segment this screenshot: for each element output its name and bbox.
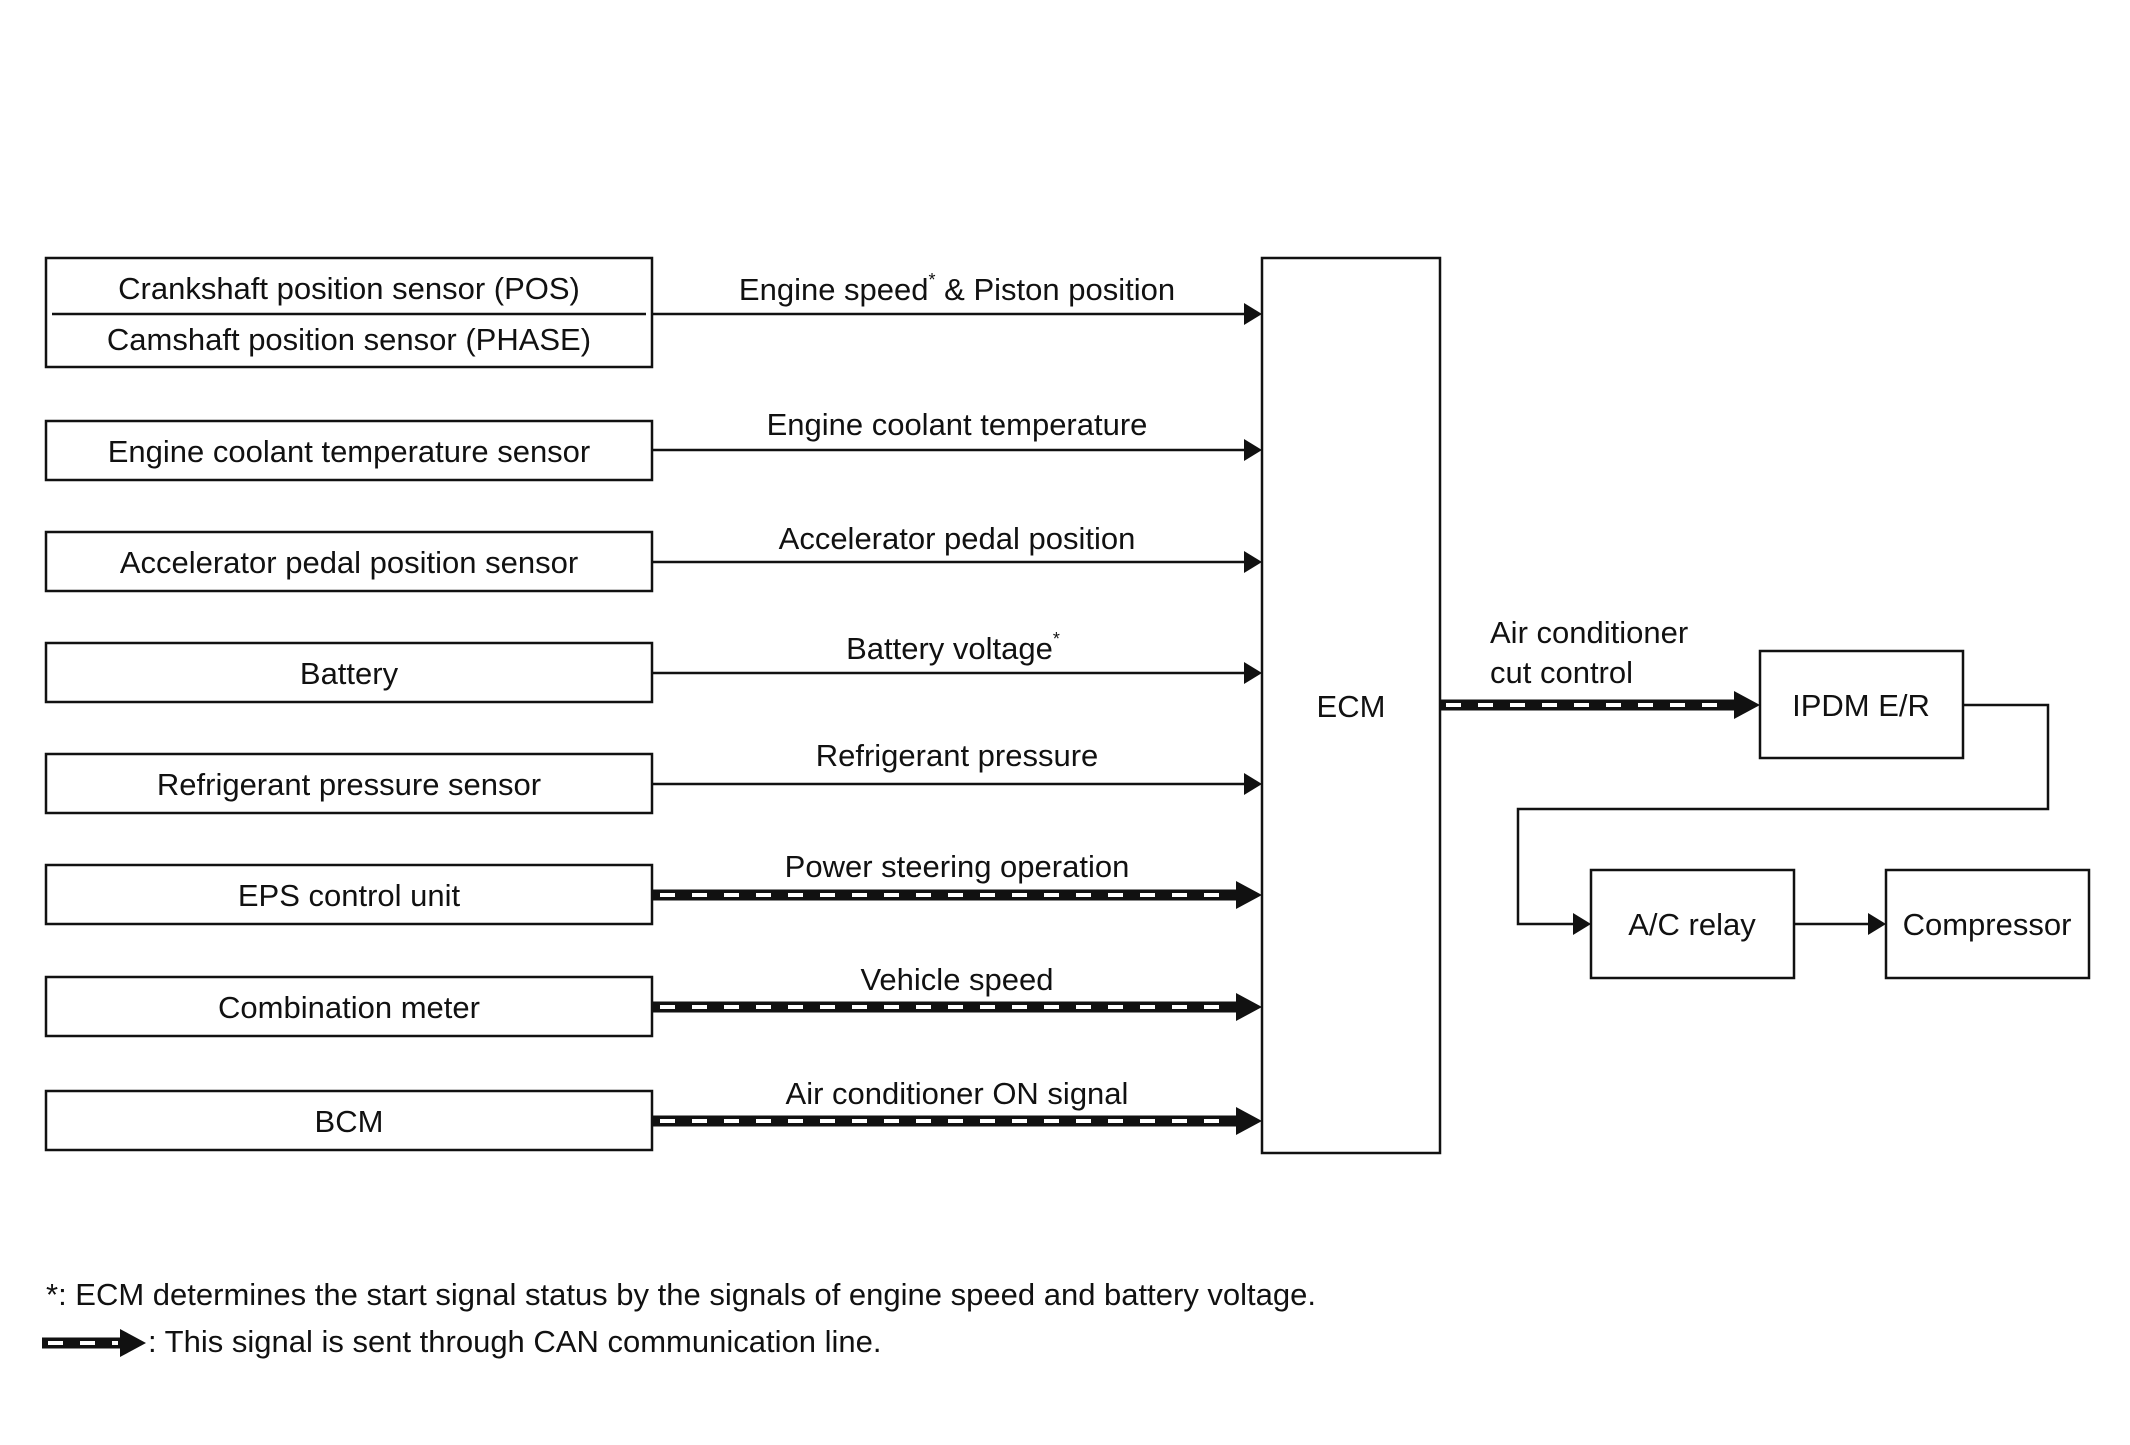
ac-cut-control-label-line2: cut control: [1490, 655, 1633, 690]
refrigerant-sensor-label: Refrigerant pressure sensor: [157, 767, 541, 802]
relay-to-compressor-arrow: [1794, 913, 1886, 935]
ac-relay-box: A/C relay: [1589, 868, 1796, 980]
ecm-box: ECM: [1260, 256, 1442, 1155]
coolant-temp-signal-label: Engine coolant temperature: [767, 407, 1148, 442]
accelerator-position-arrow: Accelerator pedal position: [652, 521, 1262, 573]
coolant-sensor-label: Engine coolant temperature sensor: [108, 434, 591, 469]
ipdm-to-relay-wire: [1516, 703, 2050, 935]
bcm-box: BCM: [44, 1089, 654, 1152]
combination-meter-box: Combination meter: [44, 975, 654, 1038]
refrigerant-pressure-signal-label: Refrigerant pressure: [816, 738, 1099, 773]
battery-voltage-arrow: Battery voltage*: [652, 629, 1262, 684]
can-legend-text: : This signal is sent through CAN commun…: [148, 1324, 881, 1359]
ipdm-label: IPDM E/R: [1792, 688, 1930, 723]
vehicle-speed-signal-label: Vehicle speed: [860, 962, 1053, 997]
footnote-text: *: ECM determines the start signal statu…: [46, 1277, 1316, 1312]
ipdm-box: IPDM E/R: [1758, 649, 1965, 760]
ac-cut-control-label-line1: Air conditioner: [1490, 615, 1688, 650]
power-steering-signal-label: Power steering operation: [785, 849, 1130, 884]
refrigerant-pressure-arrow: Refrigerant pressure: [652, 738, 1262, 795]
eps-unit-label: EPS control unit: [238, 878, 461, 913]
ac-on-signal-can-arrow: Air conditioner ON signal: [652, 1076, 1262, 1135]
ac-relay-label: A/C relay: [1628, 907, 1756, 942]
vehicle-speed-can-arrow: Vehicle speed: [652, 962, 1262, 1021]
camshaft-sensor-label: Camshaft position sensor (PHASE): [107, 322, 591, 357]
ac-cut-control-can-arrow: Air conditioner cut control: [1440, 615, 1760, 719]
engine-speed-signal-label: Engine speed* & Piston position: [739, 270, 1175, 307]
crankshaft-sensor-label: Crankshaft position sensor (POS): [118, 271, 580, 306]
compressor-box: Compressor: [1884, 868, 2091, 980]
engine-speed-arrow: Engine speed* & Piston position: [652, 270, 1262, 325]
accelerator-position-signal-label: Accelerator pedal position: [779, 521, 1136, 556]
combination-meter-label: Combination meter: [218, 990, 480, 1025]
coolant-sensor-box: Engine coolant temperature sensor: [44, 419, 654, 482]
eps-unit-box: EPS control unit: [44, 863, 654, 926]
battery-box: Battery: [44, 641, 654, 704]
battery-label: Battery: [300, 656, 399, 691]
battery-voltage-signal-label: Battery voltage*: [846, 629, 1060, 666]
can-line-legend-icon: [42, 1329, 146, 1357]
compressor-label: Compressor: [1903, 907, 2072, 942]
coolant-temp-arrow: Engine coolant temperature: [652, 407, 1262, 461]
bcm-label: BCM: [315, 1104, 384, 1139]
crank-cam-sensor-box: Crankshaft position sensor (POS) Camshaf…: [44, 256, 654, 369]
accelerator-sensor-box: Accelerator pedal position sensor: [44, 530, 654, 593]
can-legend: : This signal is sent through CAN commun…: [42, 1324, 881, 1359]
power-steering-can-arrow: Power steering operation: [652, 849, 1262, 909]
accelerator-sensor-label: Accelerator pedal position sensor: [120, 545, 578, 580]
ac-on-signal-label: Air conditioner ON signal: [786, 1076, 1129, 1111]
refrigerant-sensor-box: Refrigerant pressure sensor: [44, 752, 654, 815]
ecm-label: ECM: [1317, 689, 1386, 724]
